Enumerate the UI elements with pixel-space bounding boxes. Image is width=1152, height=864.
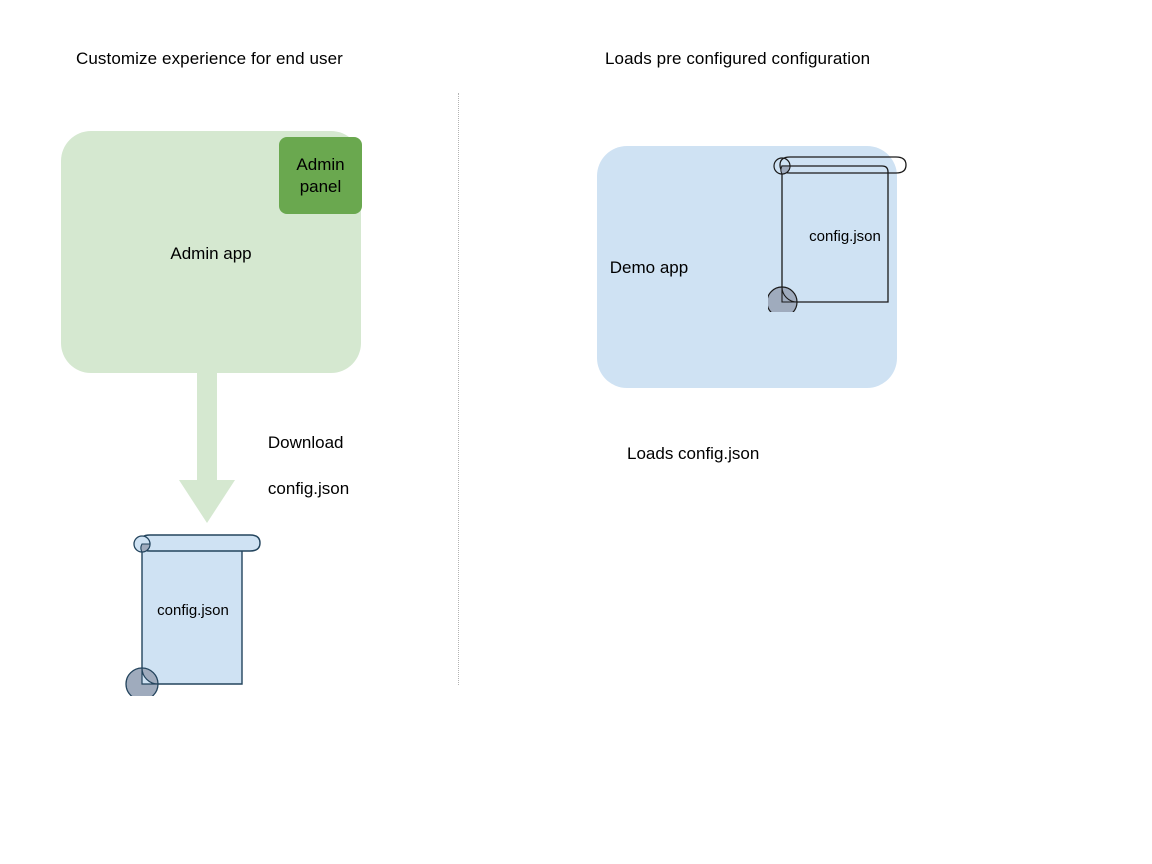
config-json-label-right: config.json: [809, 228, 881, 245]
column-title-left: Customize experience for end user: [76, 49, 343, 68]
config-json-label-left: config.json: [157, 602, 229, 619]
scroll-document-icon: [125, 534, 261, 701]
column-divider: [458, 93, 459, 685]
download-arrow-label-line2: config.json: [267, 479, 350, 498]
download-arrow-label: Download config.json: [249, 408, 349, 523]
demo-app-label: Demo app: [609, 258, 689, 277]
column-title-right: Loads pre configured configuration: [605, 49, 871, 68]
demo-app-card[interactable]: Demo app: [597, 146, 897, 388]
admin-panel-label-line2: panel: [299, 176, 342, 196]
download-arrow-label-line1: Download: [267, 433, 344, 452]
scroll-document-icon: [766, 156, 907, 318]
config-json-document-right[interactable]: config.json: [766, 150, 918, 318]
admin-panel-label-line1: Admin: [296, 154, 345, 174]
config-json-document-left[interactable]: config.json: [118, 526, 268, 701]
loads-config-caption: Loads config.json: [627, 444, 760, 463]
admin-app-label: Admin app: [170, 244, 252, 263]
down-arrow-icon: [179, 370, 235, 523]
